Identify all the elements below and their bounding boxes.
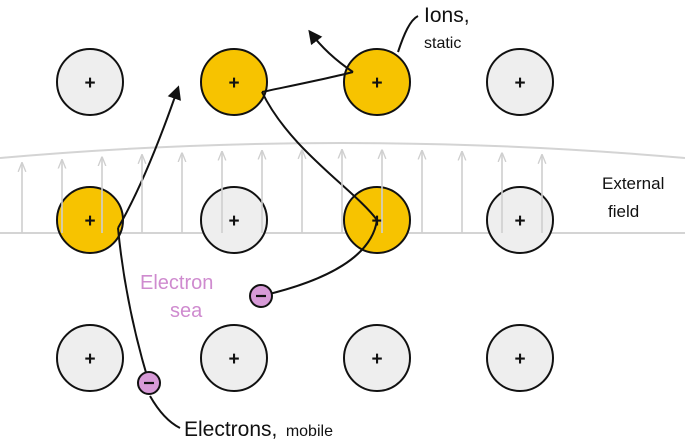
electron-mobile (137, 371, 161, 395)
electrons (137, 284, 273, 395)
ion-plus-sign: + (371, 73, 382, 94)
ion-highlighted: + (56, 186, 124, 254)
ion: + (56, 48, 124, 116)
path-mobile-electron-up (117, 85, 181, 229)
ions-label-line1: Ions, (424, 4, 470, 27)
ion-plus-sign: + (514, 349, 525, 370)
field-arrows (22, 151, 542, 233)
ion: + (343, 324, 411, 392)
ion-plus-sign: + (84, 73, 95, 94)
ion-circle (200, 186, 268, 254)
field-curve (0, 142, 685, 159)
ion-plus-sign: + (228, 211, 239, 232)
electrons-leader-line (149, 395, 181, 429)
ion-plus-sign: + (84, 349, 95, 370)
ion-lattice: ++++++++++++ (56, 48, 554, 392)
path-ion-link-1 (261, 91, 378, 221)
path-ion-exit (308, 29, 354, 73)
ion-circle (486, 48, 554, 116)
ion: + (200, 186, 268, 254)
path-mobile-electron (117, 227, 150, 384)
electron-paths (117, 29, 378, 384)
ions-label-line2: static (424, 35, 461, 52)
ion-highlighted: + (343, 48, 411, 116)
ion-plus-sign: + (514, 73, 525, 94)
ion-plus-sign: + (514, 211, 525, 232)
ion-highlighted: + (200, 48, 268, 116)
electrons-label-sub: mobile (286, 423, 333, 440)
ion: + (56, 324, 124, 392)
ion: + (486, 48, 554, 116)
ion-circle (56, 48, 124, 116)
ion-plus-sign: + (228, 73, 239, 94)
ion-plus-sign: + (228, 349, 239, 370)
ion-circle (200, 48, 268, 116)
ion-plus-sign: + (371, 349, 382, 370)
path-ion-link-2 (261, 71, 354, 93)
ion: + (486, 324, 554, 392)
ions-leader-line (397, 15, 419, 53)
ion-circle (486, 324, 554, 392)
leader-lines (149, 15, 419, 429)
electron-sea-label-line1: Electron (140, 272, 213, 294)
electrons-label-main: Electrons, (184, 418, 277, 441)
electrons-label: Electrons, mobile (184, 418, 333, 441)
external-field-label-line1: External (602, 174, 664, 193)
path-sea-electron (260, 219, 378, 297)
external-field-label-line2: field (608, 202, 639, 221)
ion: + (486, 186, 554, 254)
ion-circle (56, 324, 124, 392)
ion-plus-sign: + (84, 211, 95, 232)
electron-sea-label-line2: sea (170, 300, 203, 322)
electron-sea (249, 284, 273, 308)
ion-circle (343, 324, 411, 392)
ion: + (200, 324, 268, 392)
ion-circle (486, 186, 554, 254)
ion-circle (200, 324, 268, 392)
ion-circle (343, 48, 411, 116)
